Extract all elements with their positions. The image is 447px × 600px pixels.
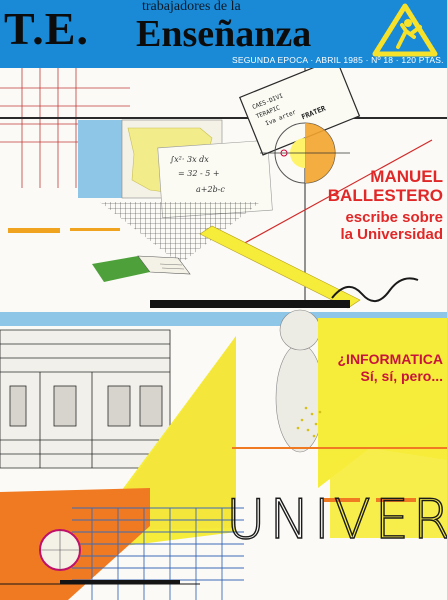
headline-author-line-1: MANUEL bbox=[370, 167, 443, 186]
masthead-short-title: T.E. bbox=[4, 3, 89, 54]
headline-informatica: ¿INFORMATICA Sí, sí, pero... bbox=[338, 351, 444, 385]
headline-informatica-line-2: Sí, sí, pero... bbox=[360, 368, 443, 384]
headline-topic-line-1: escribe sobre bbox=[345, 209, 443, 226]
masthead-title: Enseñanza bbox=[136, 13, 312, 55]
dot-texture bbox=[296, 406, 322, 438]
formula-line-1: ∫x²· 3x dx bbox=[170, 155, 209, 164]
formula-line-3: a+2b-c bbox=[196, 185, 225, 194]
green-book-icon bbox=[92, 255, 191, 282]
note-card: CAES-DIVI TERAPIC Iva arter FRATER bbox=[238, 68, 361, 156]
blue-panel bbox=[78, 120, 122, 198]
masthead: T.E. trabajadores de la Enseñanza SEGUND… bbox=[0, 0, 447, 68]
headline-author: MANUEL BALLESTERO bbox=[328, 167, 443, 205]
headline-topic-line-2: la Universidad bbox=[340, 226, 443, 243]
issue-line: SEGUNDA EPOCA · ABRIL 1985 · Nº 18 · 120… bbox=[232, 55, 444, 65]
artwork-word: UNIVERS bbox=[226, 488, 447, 551]
union-logo-icon bbox=[372, 3, 438, 57]
lower-grid bbox=[72, 507, 244, 600]
headline-topic: escribe sobre la Universidad bbox=[340, 209, 443, 243]
hatched-triangle bbox=[100, 202, 260, 264]
building-sketch bbox=[0, 329, 171, 469]
black-bar bbox=[150, 300, 350, 308]
formula-card: ∫x²· 3x dx = 32 - 5 + a+2b-c bbox=[157, 139, 273, 219]
headline-informatica-line-1: ¿INFORMATICA bbox=[337, 351, 444, 367]
headline-author-line-2: BALLESTERO bbox=[327, 186, 443, 205]
masthead-kicker: trabajadores de la bbox=[142, 0, 241, 14]
cover-artwork: ∫x²· 3x dx = 32 - 5 + a+2b-c CAES-DIVI T… bbox=[0, 68, 447, 600]
formula-line-2: = 32 - 5 + bbox=[178, 169, 220, 178]
